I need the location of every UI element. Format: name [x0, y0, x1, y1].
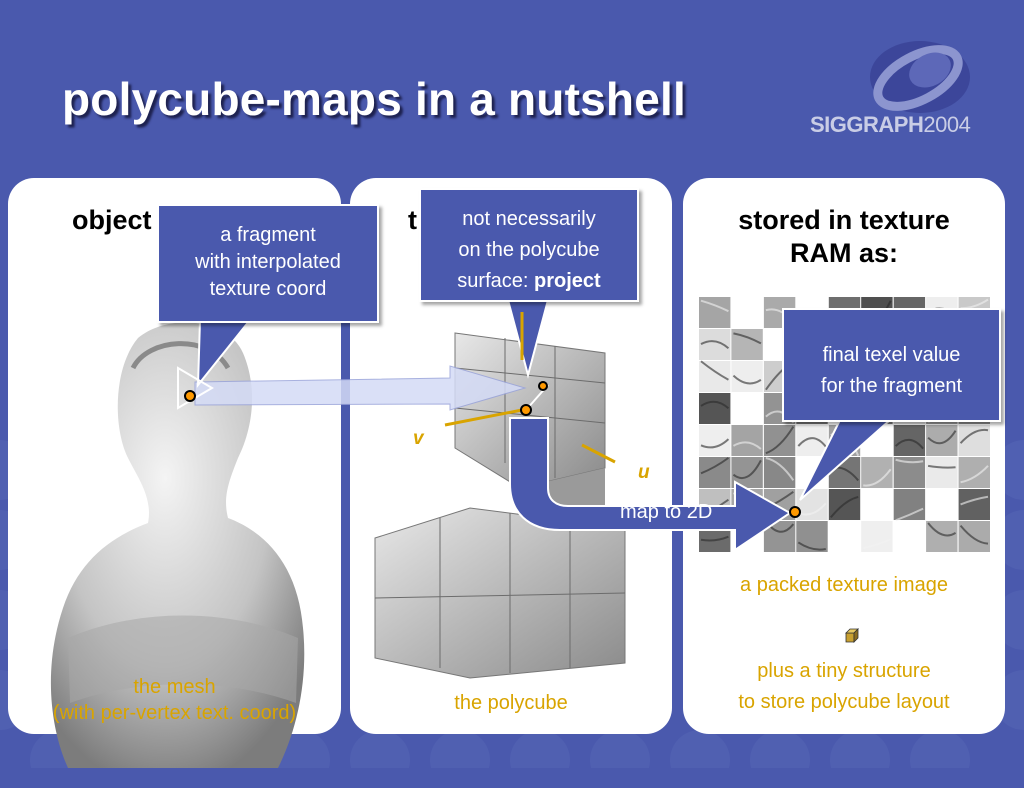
bust-mesh-image	[50, 322, 305, 768]
project-callout-pointer	[506, 299, 550, 379]
panel-texture-caption: a packed texture image	[740, 574, 948, 596]
texel-callout-pointer	[799, 419, 893, 501]
map-to-2d-label: map to 2D	[620, 501, 713, 523]
fragment-callout-pointer	[196, 319, 253, 388]
polycube-dot-icon	[520, 404, 532, 416]
panel-texture-structure-caption: plus a tiny structure to store polycube …	[738, 660, 950, 713]
texel-dot-icon	[789, 506, 801, 518]
fragment-dot-icon	[184, 390, 196, 402]
siggraph-logo-text: SIGGRAPH2004	[810, 112, 971, 137]
siggraph-logo-icon	[870, 41, 970, 113]
panel-texture-heading: stored in texture RAM as:	[738, 205, 950, 268]
projection-arrow-icon	[194, 365, 527, 411]
map-to-2d-arrow-icon	[509, 417, 792, 552]
panel-object-heading: object	[72, 205, 152, 235]
panel-polycube-caption: the polycube	[454, 692, 568, 714]
panel-polycube-heading: t	[408, 205, 417, 235]
panel-object-caption: the mesh (with per-vertex text. coord)	[52, 676, 297, 724]
slide-title: polycube-maps in a nutshell	[62, 73, 686, 125]
project-callout: not necessarily on the polycube surface:…	[419, 188, 639, 302]
projected-dot-icon	[538, 381, 548, 391]
fragment-callout: a fragment with interpolated texture coo…	[157, 204, 379, 323]
polycube-structure-icon	[845, 628, 859, 643]
axis-u-label: u	[638, 462, 650, 483]
texel-callout: final texel value for the fragment	[782, 308, 1001, 422]
axis-v-label: v	[413, 428, 424, 449]
diagram-overlay	[184, 299, 893, 552]
